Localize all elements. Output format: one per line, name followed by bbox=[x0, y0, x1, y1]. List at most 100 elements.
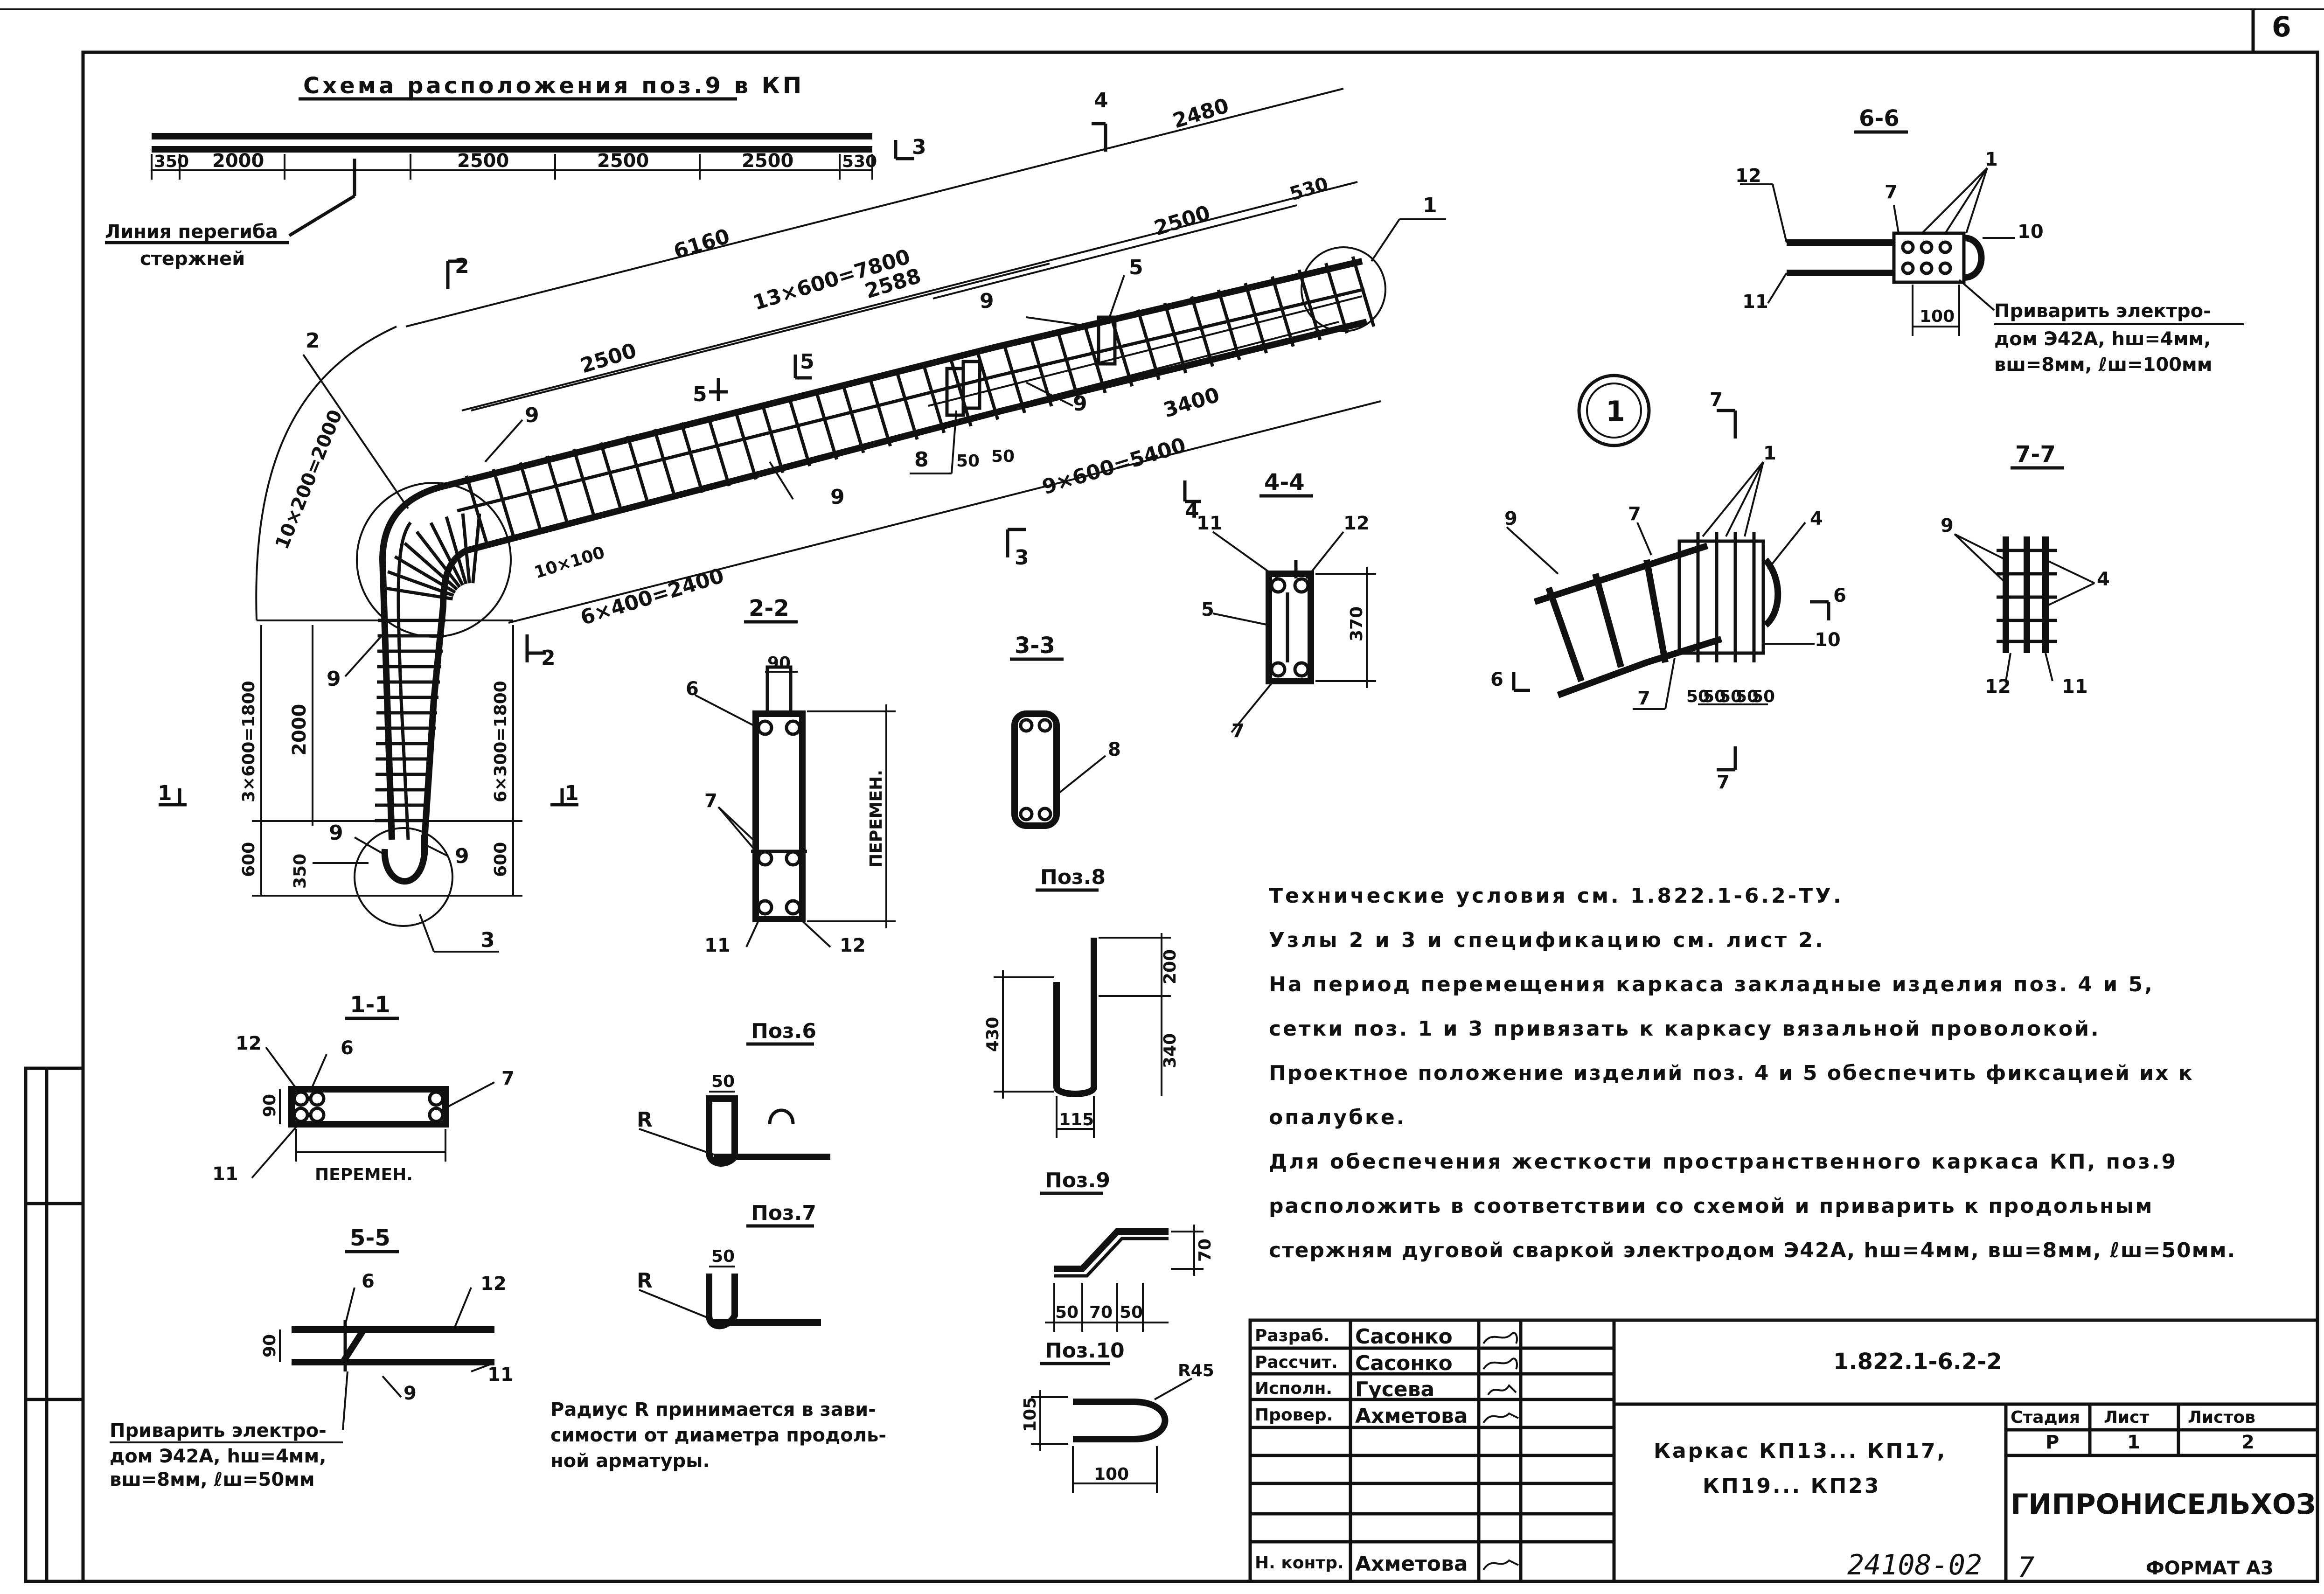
org-name: ГИПРОНИСЕЛЬХОЗ bbox=[2011, 1488, 2316, 1521]
s44-pos-12: 12 bbox=[1343, 513, 1370, 534]
weld-left-3: вш=8мм, ℓш=50мм bbox=[110, 1469, 315, 1490]
s22-pos-7: 7 bbox=[704, 790, 717, 812]
p10-radius: R45 bbox=[1178, 1361, 1214, 1380]
p8-dim-200: 200 bbox=[1161, 949, 1180, 984]
stirrup bbox=[1163, 302, 1188, 374]
dim-50-a: 50 bbox=[956, 452, 980, 471]
role-2: Рассчит. bbox=[1255, 1353, 1338, 1372]
s66-weld-3: вш=8мм, ℓш=100мм bbox=[1994, 354, 2212, 376]
cut-5-b: 5 bbox=[800, 350, 814, 374]
cut-3-mark-a: 3 bbox=[912, 135, 926, 159]
dim-9x600: 9×600=5400 bbox=[1039, 433, 1189, 500]
stage-value: Р bbox=[2046, 1432, 2059, 1453]
sheets-value: 2 bbox=[2241, 1432, 2254, 1453]
note-4: сетки поз. 1 и 3 привязать к каркасу вяз… bbox=[1269, 1017, 2101, 1041]
role-3: Исполн. bbox=[1255, 1379, 1332, 1398]
bar-pos-9: Поз.9 70 50 70 50 bbox=[1040, 1169, 1215, 1332]
node-1-label: 1 bbox=[1606, 395, 1625, 428]
bar-pos-8: Поз.8 430 200 340 115 bbox=[983, 865, 1180, 1138]
node-cut-7-b: 7 bbox=[1717, 772, 1730, 793]
stirrup bbox=[518, 462, 543, 533]
p6-title: Поз.6 bbox=[751, 1019, 816, 1043]
cut-4-top: 4 bbox=[1094, 89, 1108, 112]
s55-pos-6: 6 bbox=[362, 1271, 375, 1292]
stirrup bbox=[841, 382, 865, 453]
p7-dim-50: 50 bbox=[711, 1247, 735, 1266]
plan-pos-1: 1 bbox=[1423, 194, 1437, 217]
stirrup bbox=[1244, 282, 1268, 354]
s22-dim-90: 90 bbox=[767, 654, 791, 673]
name-3: Гусева bbox=[1355, 1378, 1434, 1401]
s11-dim-90: 90 bbox=[260, 1094, 279, 1117]
cut-3-plan: 3 bbox=[1015, 546, 1029, 570]
bend-bar bbox=[461, 513, 471, 584]
node-dim-b: 50 bbox=[1703, 687, 1726, 706]
s44-pos-5: 5 bbox=[1201, 599, 1214, 620]
s66-pos-1: 1 bbox=[1985, 149, 1998, 170]
section-4-4: 4-4 11 12 5 7 370 bbox=[1197, 469, 1376, 742]
section-1-1: 1-1 12 6 7 11 90 ПЕРЕМЕН. bbox=[212, 992, 515, 1185]
stirrup bbox=[680, 422, 704, 494]
archive-number: 24108-02 bbox=[1847, 1549, 1982, 1581]
stirrup bbox=[653, 429, 677, 500]
scheme-seg-5: 2500 bbox=[742, 150, 793, 172]
name-1: Сасонко bbox=[1355, 1325, 1453, 1349]
s77-pos-12: 12 bbox=[1985, 676, 2011, 697]
scheme-seg-6: 530 bbox=[842, 152, 877, 171]
node-dim-c: 50 bbox=[1719, 687, 1742, 706]
plan-pos-2: 2 bbox=[306, 329, 320, 353]
stirrup bbox=[1270, 276, 1295, 347]
node-pos-7b: 7 bbox=[1637, 688, 1650, 709]
s66-weld-2: дом Э42А, hш=4мм, bbox=[1994, 328, 2211, 350]
stirrup bbox=[1136, 309, 1161, 380]
stirrup bbox=[1002, 342, 1026, 414]
plan-pos-9a: 9 bbox=[980, 289, 994, 313]
note-3: На период перемещения каркаса закладные … bbox=[1269, 973, 2154, 996]
stirrup bbox=[626, 435, 650, 507]
signature-8 bbox=[1482, 1559, 1519, 1571]
plan-pos-9f: 9 bbox=[329, 821, 343, 845]
node-pos-4: 4 bbox=[1810, 508, 1823, 529]
s22-pos-12: 12 bbox=[840, 935, 866, 956]
archive-suffix: 7 bbox=[2018, 1551, 2034, 1584]
scheme-seg-2: 2000 bbox=[212, 150, 264, 172]
s66-pos-11: 11 bbox=[1742, 291, 1768, 313]
s55-pos-12: 12 bbox=[480, 1273, 507, 1295]
s66-pos-12: 12 bbox=[1735, 165, 1761, 187]
bend-bar bbox=[471, 513, 481, 584]
stirrup bbox=[599, 442, 624, 513]
note-1: Технические условия см. 1.822.1-6.2-ТУ. bbox=[1269, 884, 1844, 908]
note-9: стержням дуговой сваркой электродом Э42А… bbox=[1269, 1239, 2236, 1262]
cut-5-a: 5 bbox=[693, 383, 707, 406]
dim-6160: 6160 bbox=[671, 224, 732, 264]
weld-left-1: Приварить электро- bbox=[110, 1420, 327, 1441]
p10-dim-100: 100 bbox=[1094, 1465, 1129, 1484]
stirrup bbox=[1351, 256, 1376, 327]
s44-dim-370: 370 bbox=[1347, 606, 1366, 641]
note-7: Для обеспечения жесткости пространственн… bbox=[1269, 1150, 2178, 1174]
plan-pos-9e: 9 bbox=[327, 667, 341, 691]
name-2: Сасонко bbox=[1355, 1351, 1453, 1375]
section-7-7: 7-7 9 4 12 11 bbox=[1941, 441, 2110, 697]
dim-530: 530 bbox=[1287, 173, 1330, 205]
role-4: Провер. bbox=[1255, 1406, 1333, 1425]
stirrup bbox=[733, 409, 758, 480]
bend-bar bbox=[429, 522, 464, 586]
s11-title: 1-1 bbox=[350, 992, 390, 1018]
dim-600-left: 600 bbox=[239, 842, 258, 877]
page-number: 6 bbox=[2272, 11, 2291, 43]
s66-weld-1: Приварить электро- bbox=[1994, 300, 2211, 322]
cage-plan: 1 2480 6160 13×600=7800 2500 530 2588 25… bbox=[158, 88, 1651, 953]
doc-code: 1.822.1-6.2-2 bbox=[1833, 1349, 2002, 1375]
dim-600-right: 600 bbox=[491, 842, 510, 877]
weld-note-left: Приварить электро- дом Э42А, hш=4мм, вш=… bbox=[110, 1420, 343, 1490]
node-dim-a: 50 bbox=[1686, 687, 1710, 706]
note-6: опалубке. bbox=[1269, 1106, 1406, 1129]
scheme-seg-1: 350 bbox=[154, 152, 189, 171]
stirrup bbox=[1324, 263, 1349, 334]
cut-2-bottom: 2 bbox=[541, 646, 556, 670]
sheet-value: 1 bbox=[2127, 1432, 2140, 1453]
dim-6x300: 6×300=1800 bbox=[491, 681, 510, 802]
p7-title: Поз.7 bbox=[751, 1201, 816, 1225]
s44-pos-7: 7 bbox=[1232, 720, 1245, 742]
